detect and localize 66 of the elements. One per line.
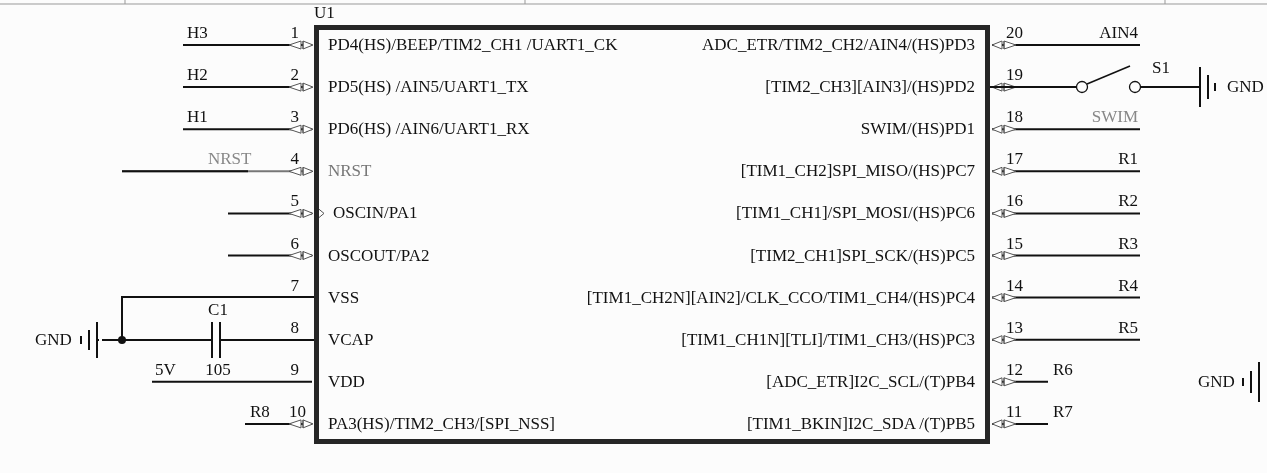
net-label: R7 [1053,400,1073,423]
pin-name: [TIM1_BKIN]I2C_SDA /(T)PB5 [746,412,975,435]
net-label: R4 [1118,274,1138,297]
pin-number: 9 [290,358,299,381]
pin-name: [TIM1_CH1N][TLI]/TIM1_CH3/(HS)PC3 [681,328,975,351]
pin-number: 7 [290,274,299,297]
pin-name: PD6(HS) /AIN6/UART1_RX [328,118,530,141]
pin-number: 4 [290,148,299,171]
pin-name: [ADC_ETR]I2C_SCL/(T)PB4 [766,370,975,393]
pin-number: 15 [1006,232,1023,255]
net-label: SWIM [1091,106,1138,129]
net-label: R1 [1118,148,1138,171]
pin-number: 11 [1006,400,1023,423]
pin-name: OSCOUT/PA2 [328,244,430,267]
pin-number: 19 [1006,64,1023,87]
pin-number: 2 [290,64,299,87]
pin-name: ADC_ETR/TIM2_CH2/AIN4/(HS)PD3 [702,34,975,56]
pin-number: 16 [1006,190,1023,213]
net-label: R2 [1118,190,1138,213]
wire [240,339,315,341]
pin-number: 13 [1006,316,1023,339]
pin-number: 3 [290,106,299,129]
pin-name: [TIM2_CH1]SPI_SCK/(HS)PC5 [750,244,975,267]
net-label: H1 [187,106,208,129]
pin-number: 20 [1006,22,1023,44]
component-designator: S1 [1152,58,1170,78]
pin-name: [TIM1_CH2N][AIN2]/CLK_CCO/TIM1_CH4/(HS)PC4 [586,286,975,309]
pin-name: OSCIN/PA1 [333,202,418,225]
net-label: R5 [1118,316,1138,339]
net-label: R3 [1118,232,1138,255]
part-designator: U1 [314,3,335,23]
net-label: GND [35,330,72,350]
pin-number: 8 [290,316,299,339]
component-designator: C1 [208,300,228,320]
pin-name: [TIM1_CH2]SPI_MISO/(HS)PC7 [740,160,975,183]
pin-name: [TIM2_CH3][AIN3]/(HS)PD2 [765,76,975,99]
pin-name: NRST [328,160,372,183]
pin-number: 6 [290,232,299,255]
pin-number: 17 [1006,148,1023,171]
net-label: H2 [187,64,208,87]
pin-name: VCAP [328,328,374,351]
pin-name: PD5(HS) /AIN5/UART1_TX [328,76,529,99]
pin-number: 5 [290,190,299,213]
pin-number: 14 [1006,274,1023,297]
component-value: 105 [205,360,231,380]
net-label: AIN4 [1099,22,1138,44]
net-label: GND [1198,372,1235,392]
net-label: H3 [187,22,208,44]
pin-name: VDD [328,370,365,393]
pin-name: PD4(HS)/BEEP/TIM2_CH1 /UART1_CK [328,34,618,56]
net-label: GND [1227,77,1264,97]
pin-number: 10 [289,400,306,423]
pin-name: PA3(HS)/TIM2_CH3/[SPI_NSS] [328,412,556,435]
net-label: NRST [208,148,252,171]
pin-name: VSS [328,286,360,309]
pin-number: 18 [1006,106,1023,129]
wire [989,86,1075,88]
pin-number: 1 [290,22,299,44]
wire [1183,86,1199,88]
pin-name: SWIM/(HS)PD1 [860,118,975,141]
pin-name: [TIM1_CH1]/SPI_MOSI/(HS)PC6 [736,202,975,225]
pin-number: 12 [1006,358,1023,381]
net-label: 5V [155,358,176,381]
wire [101,339,196,341]
net-label: R6 [1053,358,1073,381]
net-label: R8 [250,400,270,423]
